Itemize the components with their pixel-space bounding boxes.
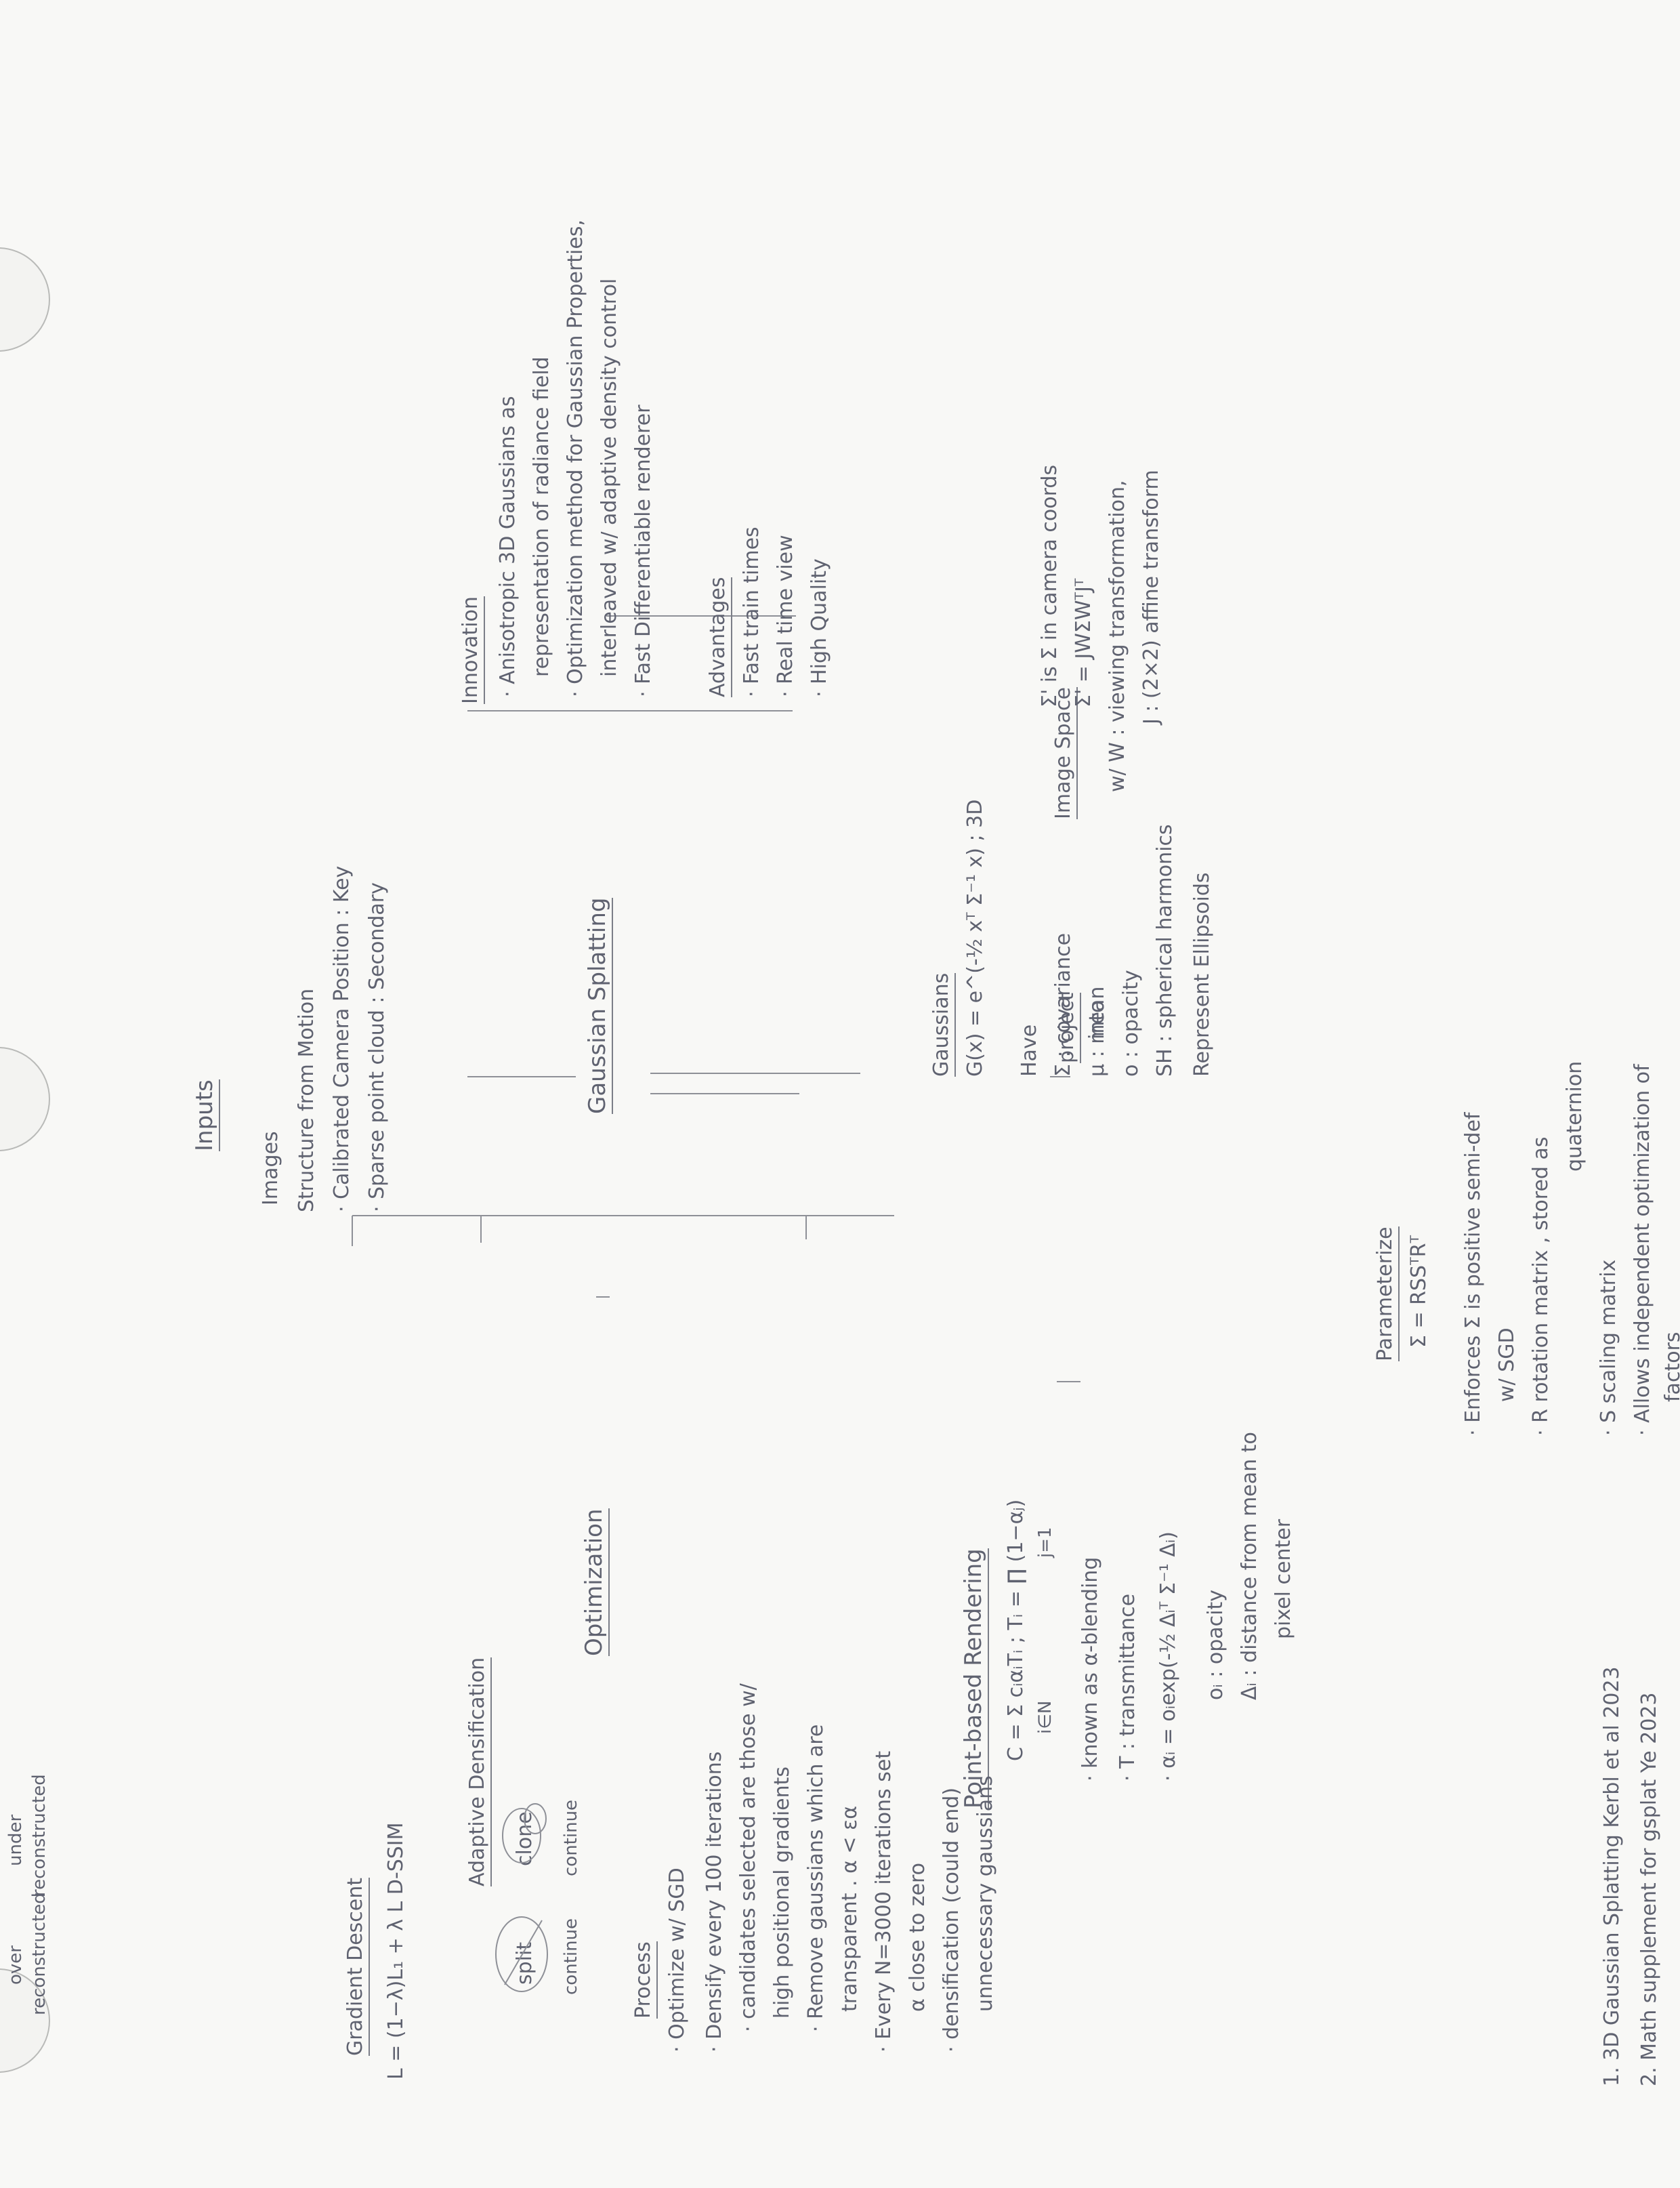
- process-line-10: unnecessary gaussians: [973, 1775, 997, 2012]
- process-line-5: · Remove gaussians which are: [804, 1724, 828, 2032]
- process-title: Process: [631, 1941, 658, 2019]
- process-line-4: high positional gradients: [770, 1766, 794, 2019]
- reference-1: 1. 3D Gaussian Splatting Kerbl et al 202…: [1600, 1666, 1624, 2086]
- process-line-1: · Optimize w/ SGD: [665, 1867, 689, 2052]
- clone-gaussian-copy-sketch: [524, 1803, 547, 1834]
- process-line-6: transparent . α < εα: [838, 1805, 862, 2012]
- process-line-7: · Every N=3000 iterations set: [872, 1750, 896, 2052]
- split-line-sketch: [504, 1920, 543, 1985]
- process-line-9: · densification (could end): [940, 1787, 963, 2052]
- process-line-8: α close to zero: [906, 1862, 929, 2012]
- reference-2: 2. Math supplement for gsplat Ye 2023: [1637, 1692, 1661, 2086]
- process-line-3: · candidates selected are those w/: [736, 1683, 760, 2032]
- clone-gaussian-sketch: [502, 1808, 541, 1863]
- split-gaussian-sketch: [495, 1916, 548, 1992]
- process-line-2: · Densify every 100 iterations: [702, 1751, 726, 2052]
